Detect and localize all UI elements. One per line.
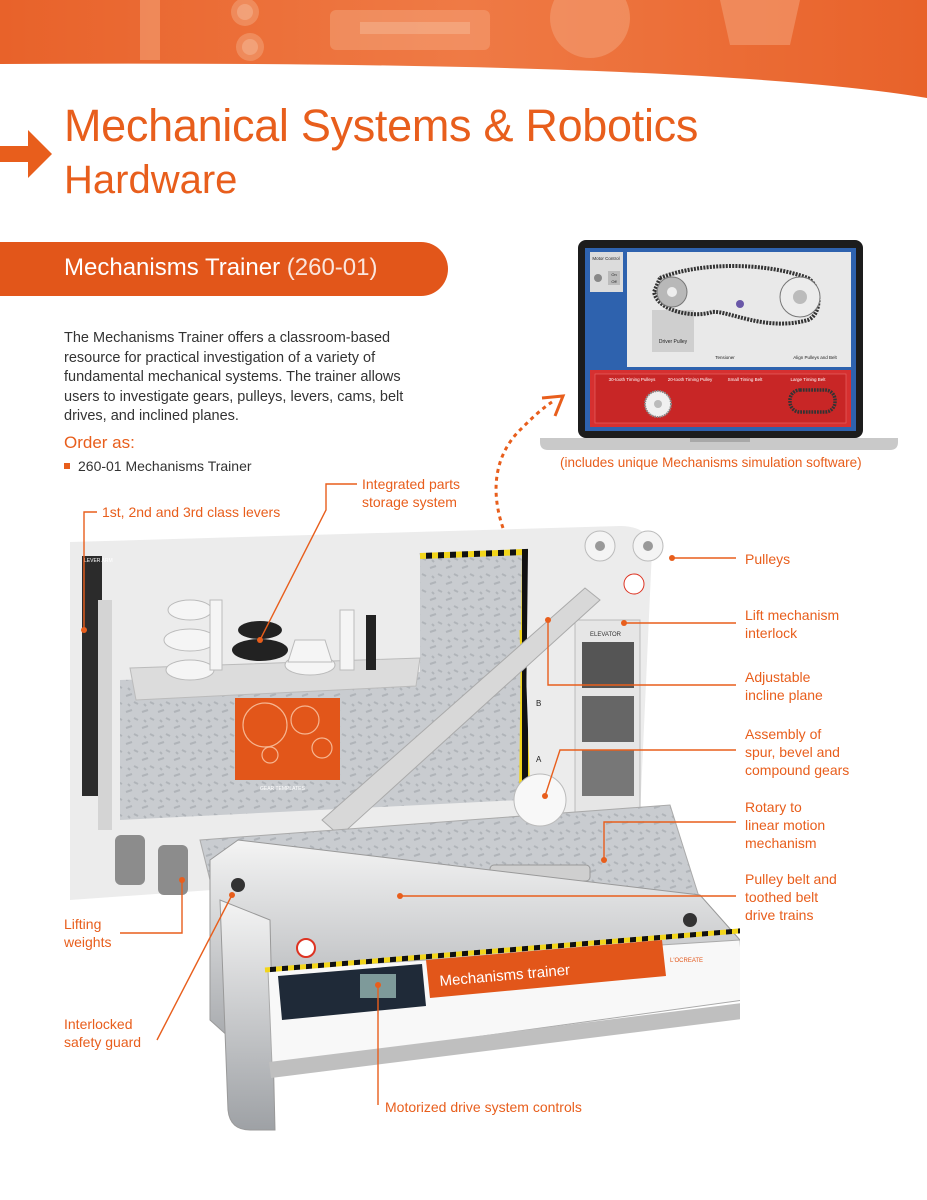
callout-gears-line3: compound gears [745,762,850,778]
callout-weights-line1: Lifting [64,916,102,932]
driver-pulley-label: Driver Pulley [659,339,688,345]
page-title: Mechanical Systems & Robotics [64,100,699,151]
callout-gears-line2: spur, bevel and [745,744,840,760]
callout-rotary: Rotary to linear motion mechanism [745,798,825,852]
product-code: (260-01) [286,254,378,281]
on-label: On [611,272,616,277]
callout-lift-line1: Lift mechanism [745,607,840,623]
product-name: Mechanisms Trainer [64,254,281,281]
level-a-label: A [536,755,542,764]
callout-lift: Lift mechanism interlock [745,606,839,642]
callout-storage-line2: storage system [362,494,457,510]
laptop-caption: (includes unique Mechanisms simulation s… [560,455,862,470]
brand-label: L'OCREATE [670,958,703,964]
intro-paragraph: The Mechanisms Trainer offers a classroo… [64,330,404,424]
order-item-label: 260-01 Mechanisms Trainer [78,458,252,474]
off-label: Off [611,279,617,284]
callout-gears-line1: Assembly of [745,726,822,742]
product-banner [0,242,448,296]
tensioner-label: Tensioner [715,355,735,360]
gear-templates-label: GEAR TEMPLATES [260,786,305,792]
callout-weights: Lifting weights [64,915,111,951]
callout-controls: Motorized drive system controls [385,1099,582,1115]
product-heading: Mechanisms Trainer (260-01) [64,254,377,282]
callout-pulleys: Pulleys [745,551,791,567]
callout-guard-line1: Interlocked [64,1016,133,1032]
callout-rotary-line3: mechanism [745,835,817,851]
elevator-label: ELEVATOR [590,632,622,638]
callout-incline-line1: Adjustable [745,669,811,685]
callout-belts-line3: drive trains [745,907,814,923]
mechanisms-trainer-image: LEVER ARM GEAR TEMPLATES ELEVATOR C B A [70,526,740,1131]
callout-weights-line2: weights [64,934,112,950]
laptop-image: Motor Control On Off Driver Pulley Tensi… [540,240,898,450]
sw-item-1: 30-tooth Timing Pulleys [609,377,657,382]
callout-guard: Interlocked safety guard [64,1015,141,1051]
sw-item-2: 20-tooth Timing Pulley [668,377,713,382]
callout-storage-line1: Integrated parts [362,476,461,492]
callout-rotary-line1: Rotary to [745,799,802,815]
page-subtitle: Hardware [64,158,238,202]
order-heading: Order as: [64,433,135,452]
bullet-square-icon [64,463,70,470]
callout-incline: Adjustable incline plane [745,668,823,704]
callout-belts: Pulley belt and toothed belt drive trains [745,870,837,924]
align-label: Align Pulleys and Belt [793,355,837,360]
order-item: 260-01 Mechanisms Trainer [64,458,252,474]
sw-item-3: Small Timing Belt [728,377,764,382]
callout-incline-line2: incline plane [745,687,823,703]
header-banner [0,0,927,98]
motor-control-label: Motor Control [592,256,619,261]
callout-lift-line2: interlock [745,625,798,641]
callout-storage: Integrated parts storage system [362,475,460,511]
callout-levers: 1st, 2nd and 3rd class levers [102,504,281,520]
callout-rotary-line2: linear motion [745,817,826,833]
arrow-icon [0,130,52,178]
callout-guard-line2: safety guard [64,1034,142,1050]
callout-belts-line1: Pulley belt and [745,871,837,887]
sw-item-4: Large Timing Belt [790,377,826,382]
level-b-label: B [536,699,541,708]
callout-belts-line2: toothed belt [745,889,819,905]
lever-arm-label: LEVER ARM [84,558,113,564]
callout-gears: Assembly of spur, bevel and compound gears [745,725,849,779]
